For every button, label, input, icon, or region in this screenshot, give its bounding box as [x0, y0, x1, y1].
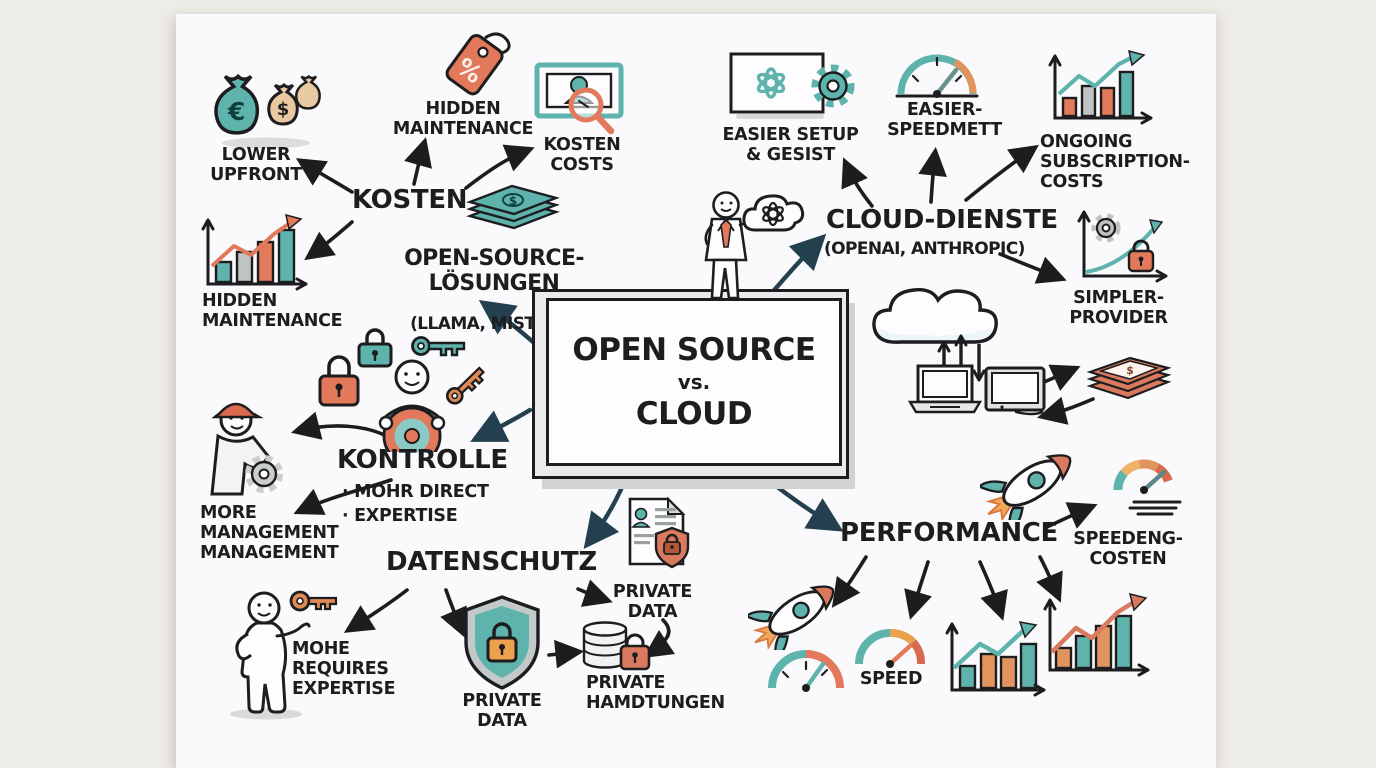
- svg-text:€: €: [227, 97, 245, 126]
- kontrolle-bullets: · MOHR DIRECT · EXPERTISE: [342, 481, 489, 528]
- banknote-magnifier-icon: [534, 58, 626, 138]
- branch-cloud-dienste: CLOUD-DIENSTE: [826, 205, 1058, 235]
- driver-steering-wheel-icon: [368, 356, 456, 452]
- bar-chart-subscription-icon: [1043, 50, 1161, 132]
- label-ongoing-subscription: ONGOING SUBSCRIPTION- COSTS: [1040, 132, 1190, 192]
- presenter-icon: [694, 190, 768, 302]
- branch-performance: PERFORMANCE: [840, 518, 1059, 548]
- label-simpler-provider: SIMPLER- PROVIDER: [1069, 288, 1168, 328]
- central-topic-box: OPEN SOURCE vs. CLOUD: [532, 289, 849, 479]
- label-lower-upfront: LOWER UPFRONT: [210, 145, 302, 185]
- bar-chart-growth-icon: [194, 210, 316, 300]
- speed-gauge-icon-2: [850, 620, 930, 670]
- bar-chart-teal-arrow-icon: [940, 616, 1052, 706]
- bar-chart-red-arrow-icon: [1038, 590, 1156, 684]
- label-mohe-requires-expertise: MOHE REQUIRES EXPERTISE: [292, 639, 396, 699]
- label-speedeng-costen: SPEEDENG- COSTEN: [1073, 529, 1183, 569]
- speed-gauge-icon: [763, 640, 851, 694]
- label-more-management: MORE MANAGEMENT MANAGEMENT: [200, 503, 339, 563]
- gear-lock-chart-icon: [1070, 206, 1172, 290]
- percent-tag-icon: %: [433, 30, 523, 98]
- rocket-icon-small: [748, 572, 850, 650]
- browser-gear-icon: [726, 50, 856, 124]
- label-hidden-maintenance-chart: HIDDEN MAINTENANCE: [202, 291, 343, 331]
- label-easier-speedmett: EASIER- SPEEDMETT: [887, 100, 1002, 140]
- cloud-laptops-sync-icon: [856, 280, 1064, 418]
- red-lock-icon: [316, 350, 362, 410]
- kontrolle-bullet-1: · MOHR DIRECT: [342, 482, 489, 502]
- label-hidden-maintenance-top: HIDDEN MAINTENANCE: [392, 99, 534, 139]
- document-shield-icon: [620, 496, 694, 570]
- rocket-icon: [980, 438, 1088, 520]
- svg-text:$: $: [277, 99, 290, 120]
- center-title-line2: vs.: [677, 370, 711, 394]
- center-title-line1: OPEN SOURCE: [572, 332, 816, 368]
- money-stack-teal-icon: $: [462, 170, 562, 232]
- money-bags-icon: $ €: [210, 60, 328, 150]
- shield-lock-icon: [460, 594, 544, 692]
- label-speed: SPEED: [859, 669, 923, 689]
- teal-key-icon: [410, 332, 470, 360]
- teal-lock-icon: [356, 324, 394, 370]
- orange-key-icon: [443, 356, 491, 412]
- database-lock-icon: [580, 620, 652, 674]
- center-title-line3: CLOUD: [635, 396, 753, 432]
- svg-text:$: $: [509, 194, 517, 208]
- label-openai-anthropic: (OPENAI, ANTHROPIC): [824, 239, 1025, 259]
- label-open-source-loesungen: OPEN-SOURCE-LÖSUNGEN: [404, 246, 584, 297]
- label-private-data-doc: PRIVATE DATA: [612, 582, 693, 622]
- label-private-hamdtungen: PRIVATE HAMDTUNGEN: [586, 673, 725, 713]
- label-kosten-costs: KOSTEN COSTS: [543, 135, 621, 175]
- svg-text:$: $: [1126, 364, 1135, 378]
- branch-open-source-loesungen: OPEN-SOURCE-LÖSUNGEN (LLAMA, MISTRAL): [348, 228, 640, 352]
- mechanic-gear-icon: [202, 392, 290, 500]
- branch-kontrolle: KONTROLLE: [337, 445, 508, 475]
- speedometer-icon: [893, 46, 981, 100]
- money-stack-red-icon: $: [1084, 348, 1176, 402]
- label-easier-setup: EASIER SETUP & GESIST: [722, 125, 859, 165]
- kontrolle-bullet-2: · EXPERTISE: [342, 505, 458, 526]
- person-with-key-icon: [214, 582, 338, 722]
- branch-datenschutz: DATENSCHUTZ: [386, 547, 597, 577]
- box-face: OPEN SOURCE vs. CLOUD: [546, 298, 842, 466]
- speedometer-lines-icon: [1096, 452, 1186, 524]
- label-private-data-shield: PRIVATE DATA: [462, 691, 542, 731]
- openai-cloud-icon: [740, 188, 808, 240]
